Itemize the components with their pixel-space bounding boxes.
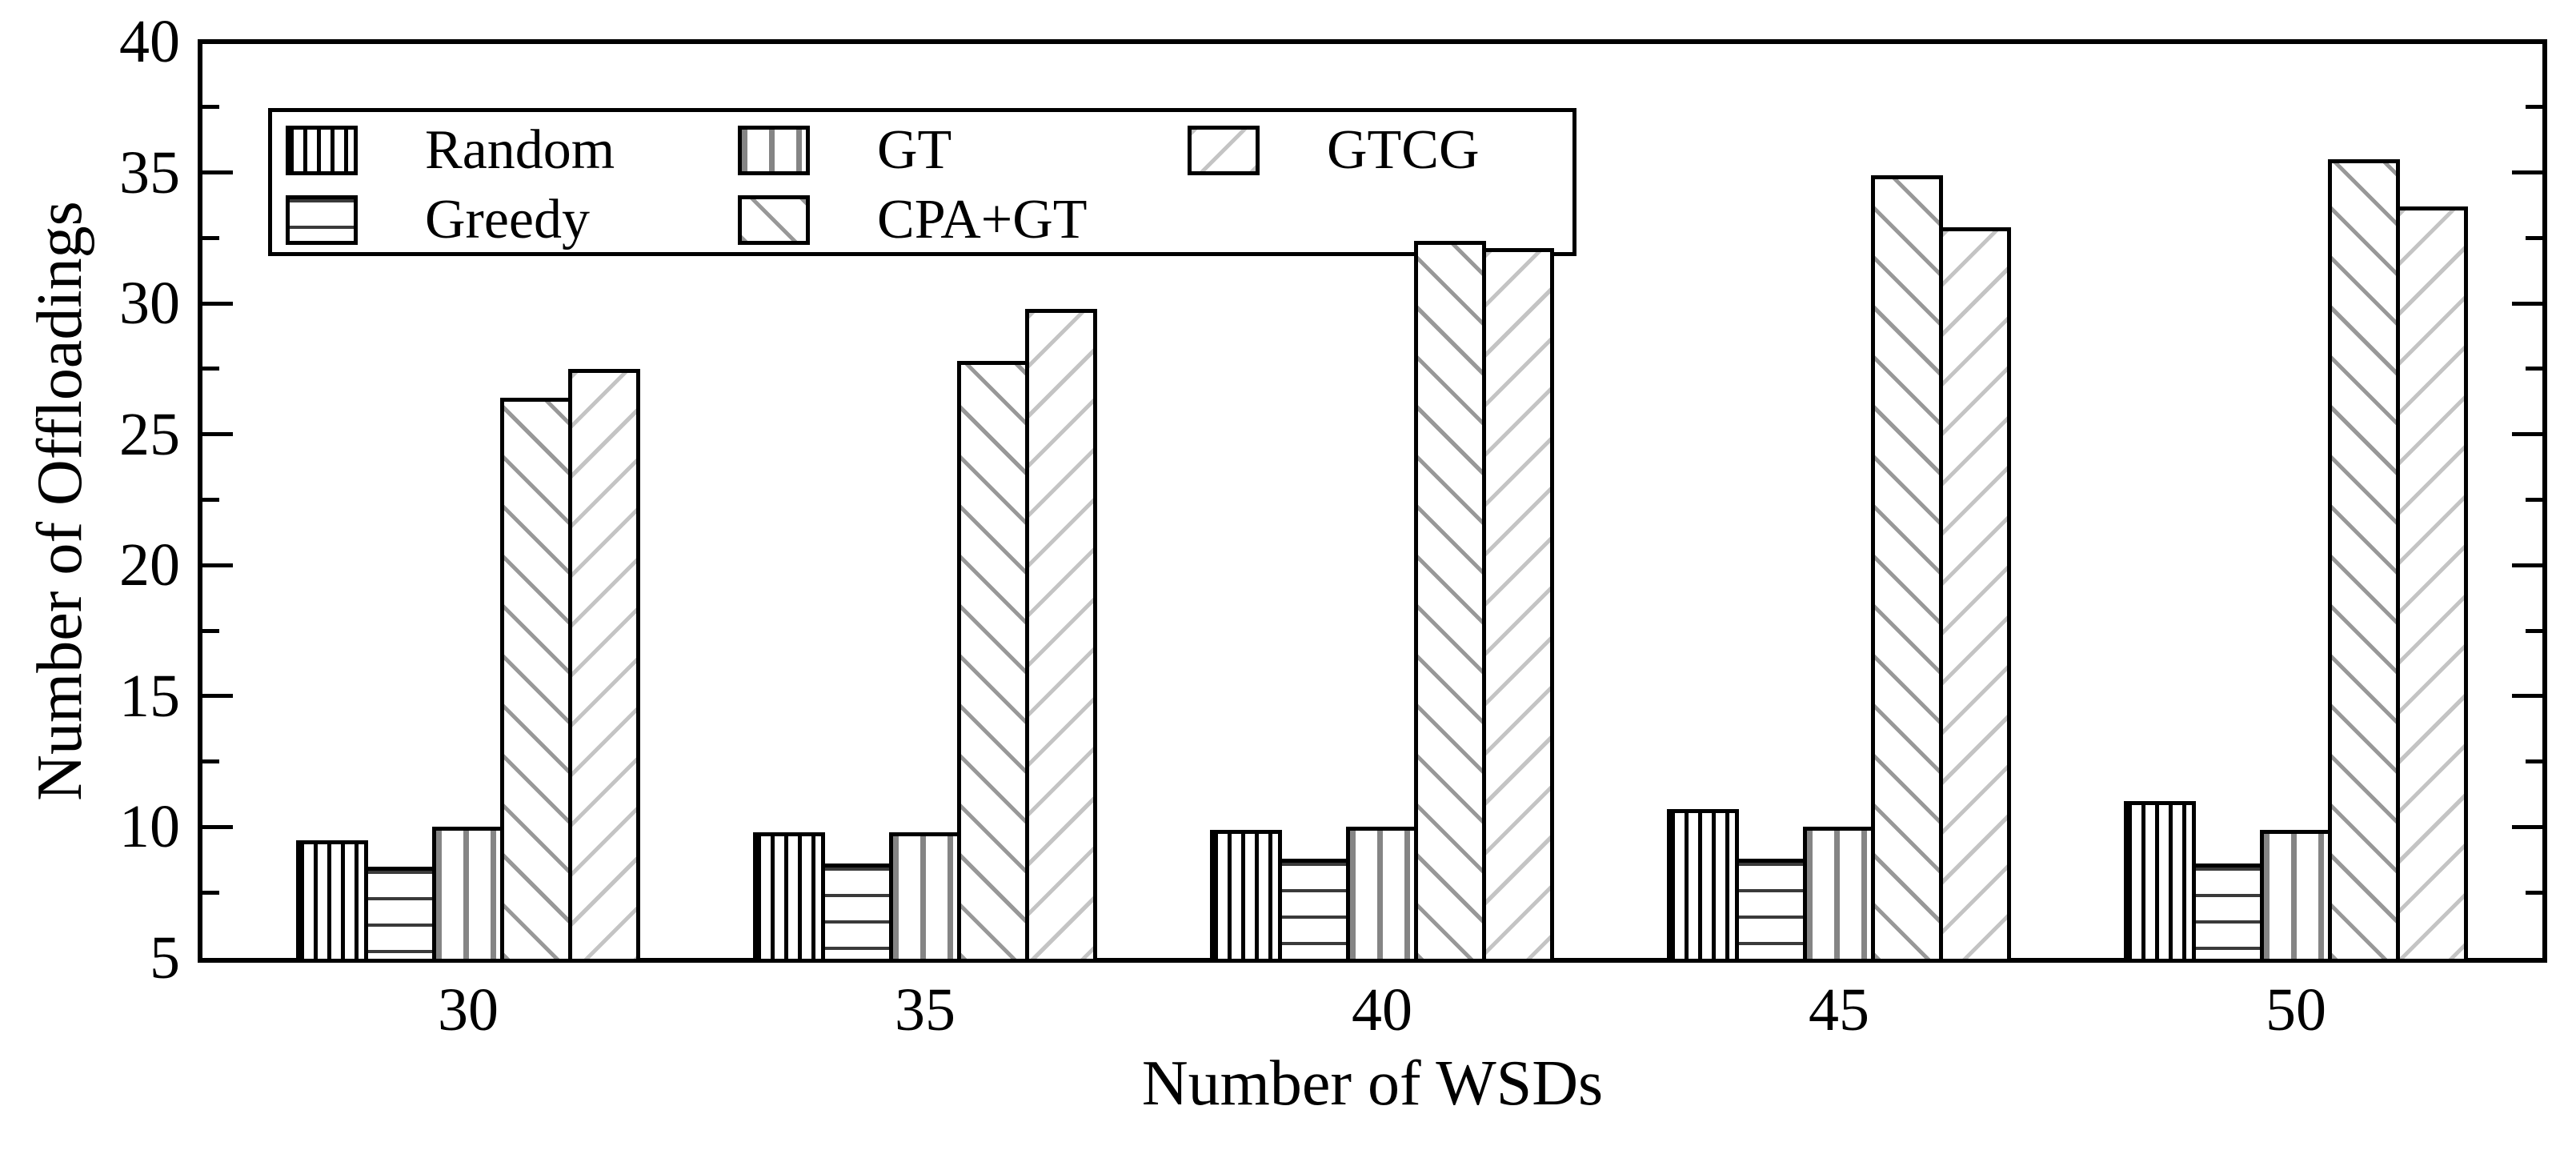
bar-GTCG-35 <box>1025 308 1097 963</box>
y-tick-label: 35 <box>119 138 180 206</box>
y-axis-minor-tick-left <box>202 759 219 764</box>
bar-GT-30 <box>432 827 504 963</box>
bar-GT-40 <box>1346 827 1418 963</box>
y-axis-minor-tick-left <box>202 105 219 110</box>
y-tick-label: 15 <box>119 662 180 730</box>
bar-GT-50 <box>2260 829 2332 963</box>
y-axis-major-tick-left <box>202 170 233 175</box>
legend-swatch-Greedy <box>286 195 358 245</box>
y-axis-minor-tick-left <box>202 628 219 633</box>
bar-GTCG-50 <box>2396 206 2468 963</box>
y-tick-label: 20 <box>119 531 180 599</box>
legend-label-GTCG: GTCG <box>1327 119 1480 181</box>
legend-label-GT: GT <box>877 119 952 181</box>
y-axis-major-tick-right <box>2512 170 2542 175</box>
bar-Greedy-45 <box>1735 858 1807 963</box>
bar-CPA+GT-45 <box>1871 174 1943 963</box>
y-axis-minor-tick-right <box>2526 105 2542 110</box>
y-axis-major-tick-left <box>202 694 233 699</box>
bar-GTCG-30 <box>568 368 640 963</box>
y-tick-label: 25 <box>119 400 180 468</box>
y-tick-label: 5 <box>150 924 180 992</box>
y-axis-major-tick-left <box>202 301 233 306</box>
y-axis-major-tick-left <box>202 824 233 829</box>
x-tick-label: 30 <box>438 976 499 1044</box>
bar-Greedy-30 <box>364 866 436 963</box>
bar-Random-40 <box>1210 829 1282 963</box>
y-axis-minor-tick-right <box>2526 498 2542 502</box>
y-axis-minor-tick-left <box>202 235 219 240</box>
bar-Greedy-50 <box>2192 864 2264 963</box>
bar-Random-30 <box>296 839 368 963</box>
y-axis-minor-tick-right <box>2526 235 2542 240</box>
bar-GT-45 <box>1803 827 1875 963</box>
x-axis-title: Number of WSDs <box>1141 1048 1604 1119</box>
legend-label-Greedy: Greedy <box>425 189 591 250</box>
bar-CPA+GT-35 <box>957 361 1029 963</box>
y-axis-major-tick-right <box>2512 824 2542 829</box>
y-tick-label: 40 <box>119 8 180 75</box>
bar-Greedy-35 <box>821 864 893 963</box>
bar-GT-35 <box>889 831 961 963</box>
bar-GTCG-45 <box>1939 227 2011 963</box>
y-axis-major-tick-right <box>2512 301 2542 306</box>
bar-CPA+GT-30 <box>500 397 572 963</box>
y-tick-label: 30 <box>119 270 180 338</box>
bar-Random-45 <box>1667 808 1739 963</box>
legend-label-Random: Random <box>425 119 615 181</box>
y-axis-major-tick-right <box>2512 432 2542 437</box>
y-axis-minor-tick-left <box>202 498 219 502</box>
y-axis-major-tick-right <box>2512 563 2542 567</box>
y-axis-major-tick-left <box>202 432 233 437</box>
bar-CPA+GT-50 <box>2328 159 2400 963</box>
bar-Greedy-40 <box>1278 858 1350 963</box>
x-tick-label: 50 <box>2266 976 2326 1044</box>
x-tick-label: 40 <box>1352 976 1412 1044</box>
y-axis-major-tick-right <box>2512 694 2542 699</box>
y-axis-major-tick-left <box>202 563 233 567</box>
legend-label-CPA+GT: CPA+GT <box>877 189 1088 250</box>
legend-swatch-GT <box>738 126 810 175</box>
y-axis-minor-tick-right <box>2526 890 2542 895</box>
y-tick-label: 10 <box>119 793 180 861</box>
bar-CPA+GT-40 <box>1414 240 1486 963</box>
y-axis-minor-tick-right <box>2526 628 2542 633</box>
bar-Random-35 <box>753 831 825 963</box>
x-tick-label: 35 <box>895 976 955 1044</box>
y-axis-minor-tick-left <box>202 890 219 895</box>
x-tick-label: 45 <box>1809 976 1869 1044</box>
y-axis-minor-tick-right <box>2526 759 2542 764</box>
bar-Random-50 <box>2124 800 2196 963</box>
legend-swatch-CPA+GT <box>738 195 810 245</box>
legend-swatch-Random <box>286 126 358 175</box>
bar-GTCG-40 <box>1482 248 1554 963</box>
legend-swatch-GTCG <box>1188 126 1260 175</box>
y-axis-minor-tick-right <box>2526 367 2542 371</box>
legend: Random GT GTCG Greedy CPA+GT <box>268 108 1576 256</box>
y-axis-minor-tick-left <box>202 367 219 371</box>
